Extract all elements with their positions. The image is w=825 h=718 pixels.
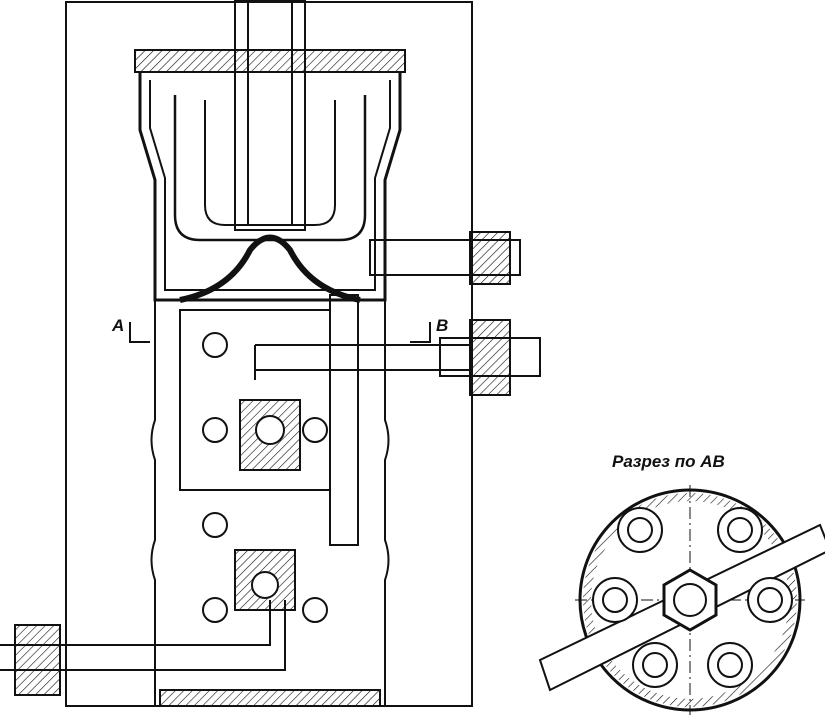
section-title: Разрез по АВ <box>612 452 725 471</box>
section-label-b: B <box>436 316 449 335</box>
vessel-body <box>138 72 402 302</box>
section-marker-a <box>129 322 150 343</box>
outlet-pipe <box>0 600 286 671</box>
right-wall <box>384 300 390 706</box>
dome <box>179 234 361 303</box>
inner-cup <box>173 95 367 242</box>
section-marker-b <box>410 322 431 343</box>
section-label-a: A <box>112 316 125 335</box>
central-tube <box>234 0 306 231</box>
port-holes <box>202 332 328 623</box>
base-plate <box>159 689 381 707</box>
section-view <box>538 485 825 715</box>
left-wall <box>150 300 156 706</box>
fitting-upper <box>369 239 521 276</box>
top-flange <box>134 49 406 73</box>
